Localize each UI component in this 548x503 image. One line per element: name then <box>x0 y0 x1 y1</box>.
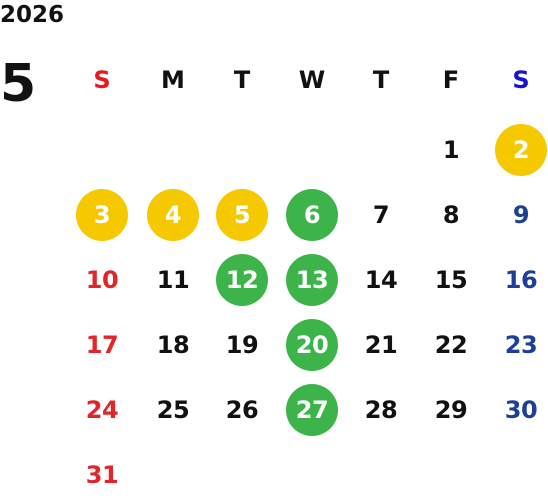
day-cell[interactable]: 1 <box>442 136 460 164</box>
day-cell[interactable]: 29 <box>434 396 468 424</box>
weekday-label: F <box>442 66 460 94</box>
day-cell[interactable]: 16 <box>504 266 538 294</box>
day-cell[interactable]: 6 <box>286 189 338 241</box>
weekday-label: S <box>93 66 111 94</box>
day-cell[interactable]: 31 <box>85 461 119 489</box>
weekday-label: M <box>161 66 185 94</box>
day-cell[interactable]: 10 <box>85 266 119 294</box>
day-cell[interactable]: 3 <box>76 189 128 241</box>
day-cell[interactable]: 11 <box>156 266 190 294</box>
day-cell[interactable]: 4 <box>147 189 199 241</box>
month-number: 5 <box>0 54 37 114</box>
day-cell[interactable]: 8 <box>442 201 460 229</box>
day-cell[interactable]: 25 <box>156 396 190 424</box>
weekday-label: T <box>233 66 251 94</box>
day-cell[interactable]: 22 <box>434 331 468 359</box>
day-cell[interactable]: 13 <box>286 254 338 306</box>
year-label: 2026 <box>0 2 65 28</box>
weekday-label: T <box>372 66 390 94</box>
day-cell[interactable]: 26 <box>225 396 259 424</box>
day-cell[interactable]: 15 <box>434 266 468 294</box>
day-cell[interactable]: 20 <box>286 319 338 371</box>
day-cell[interactable]: 14 <box>364 266 398 294</box>
day-cell[interactable]: 7 <box>372 201 390 229</box>
weekday-label: S <box>512 66 530 94</box>
day-cell[interactable]: 5 <box>216 189 268 241</box>
day-cell[interactable]: 23 <box>504 331 538 359</box>
day-cell[interactable]: 27 <box>286 384 338 436</box>
day-cell[interactable]: 28 <box>364 396 398 424</box>
day-cell[interactable]: 24 <box>85 396 119 424</box>
day-cell[interactable]: 2 <box>495 124 547 176</box>
weekday-label: W <box>298 66 326 94</box>
day-cell[interactable]: 30 <box>504 396 538 424</box>
day-cell[interactable]: 18 <box>156 331 190 359</box>
day-cell[interactable]: 17 <box>85 331 119 359</box>
day-cell[interactable]: 21 <box>364 331 398 359</box>
day-cell[interactable]: 19 <box>225 331 259 359</box>
day-cell[interactable]: 12 <box>216 254 268 306</box>
day-cell[interactable]: 9 <box>512 201 530 229</box>
